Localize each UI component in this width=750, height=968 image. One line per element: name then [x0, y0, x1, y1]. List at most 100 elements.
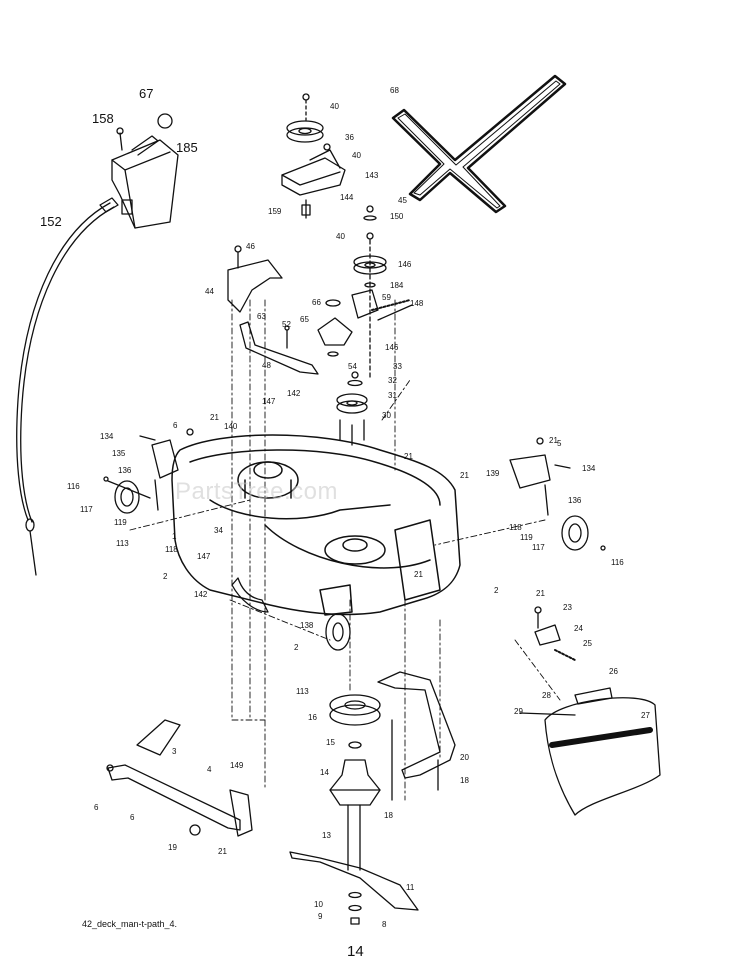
- callout-184: 184: [390, 281, 404, 290]
- callout-159: 159: [268, 207, 282, 216]
- callout-28: 28: [542, 691, 551, 700]
- blade-spindle-drawing: [289, 694, 419, 925]
- callout-6c: 6: [130, 813, 135, 822]
- callout-34: 34: [214, 526, 223, 535]
- callout-21a: 21: [210, 413, 219, 422]
- callout-16: 16: [308, 713, 317, 722]
- callout-33: 33: [393, 362, 402, 371]
- callout-158: 158: [92, 111, 114, 126]
- callout-152: 152: [40, 214, 62, 229]
- callout-146a: 146: [398, 260, 412, 269]
- callout-32: 32: [388, 376, 397, 385]
- callout-59: 59: [382, 293, 391, 302]
- callout-119a: 119: [114, 518, 127, 527]
- callout-19: 19: [168, 843, 177, 852]
- callout-185: 185: [176, 140, 198, 155]
- callout-3: 3: [172, 747, 177, 756]
- callout-54: 54: [348, 362, 357, 371]
- callout-150: 150: [390, 212, 404, 221]
- callout-117b: 117: [532, 543, 545, 552]
- callout-2b: 2: [494, 586, 499, 595]
- callout-18a: 18: [460, 776, 469, 785]
- callout-48: 48: [262, 361, 271, 370]
- callout-25: 25: [583, 639, 592, 648]
- belt-keeper-bracket-drawing: [239, 321, 319, 375]
- callout-46: 46: [246, 242, 255, 251]
- callout-21c: 21: [549, 436, 558, 445]
- callout-136a: 136: [118, 466, 132, 475]
- callout-30: 30: [382, 411, 391, 420]
- callout-23: 23: [563, 603, 572, 612]
- callout-31: 31: [388, 391, 397, 400]
- callout-67: 67: [139, 86, 153, 101]
- callout-40b: 40: [352, 151, 361, 160]
- front-wheel-drawing: [325, 613, 351, 651]
- idler-pulley-assembly-drawing: [281, 93, 346, 219]
- spindle-pulley-drawing: [336, 371, 368, 446]
- callout-26: 26: [609, 667, 618, 676]
- callout-24: 24: [574, 624, 583, 633]
- callout-40a: 40: [330, 102, 339, 111]
- callout-142a: 142: [287, 389, 301, 398]
- callout-138: 138: [300, 621, 314, 630]
- callout-136b: 136: [568, 496, 582, 505]
- callout-116a: 116: [67, 482, 80, 491]
- callout-2c: 2: [294, 643, 299, 652]
- discharge-chute-drawing: [519, 606, 661, 816]
- callout-65: 65: [300, 315, 309, 324]
- callout-118a: 118: [165, 545, 178, 554]
- callout-117a: 117: [80, 505, 93, 514]
- side-bracket-drawing: [231, 577, 269, 613]
- lift-bracket-drawing: [111, 113, 179, 229]
- callout-148: 148: [410, 299, 424, 308]
- page-number: 14: [347, 943, 364, 960]
- callout-52: 52: [282, 320, 291, 329]
- callout-142b: 142: [194, 590, 208, 599]
- idler-arm-drawing: [317, 299, 353, 357]
- callout-144: 144: [340, 193, 354, 202]
- callout-14: 14: [320, 768, 329, 777]
- callout-134a: 134: [100, 432, 114, 441]
- callout-21g: 21: [218, 847, 227, 856]
- cable-drawing: [16, 197, 119, 576]
- callout-10: 10: [314, 900, 323, 909]
- callout-66: 66: [312, 298, 321, 307]
- callout-21e: 21: [414, 570, 423, 579]
- callout-2a: 2: [163, 572, 168, 581]
- belt-guard-drawing: [227, 245, 283, 313]
- callout-113b: 113: [296, 687, 309, 696]
- callout-45: 45: [398, 196, 407, 205]
- callout-13: 13: [322, 831, 331, 840]
- callout-9: 9: [318, 912, 323, 921]
- lift-linkage-drawing: [106, 719, 253, 837]
- callout-36: 36: [345, 133, 354, 142]
- diagram-file-id: 42_deck_man-t-path_4.: [82, 919, 178, 929]
- callout-40c: 40: [336, 232, 345, 241]
- callout-1: 1: [172, 532, 177, 541]
- callout-29: 29: [514, 707, 523, 716]
- center-pulley-drawing: [353, 205, 387, 381]
- callout-6b: 6: [94, 803, 99, 812]
- left-gauge-wheel-drawing: [103, 428, 194, 514]
- callout-5: 5: [557, 439, 562, 448]
- callout-15: 15: [326, 738, 335, 747]
- callout-27: 27: [641, 711, 650, 720]
- callout-146b: 146: [385, 343, 399, 352]
- callout-139: 139: [486, 469, 500, 478]
- right-gauge-wheel-drawing: [509, 437, 606, 551]
- callout-140: 140: [224, 422, 238, 431]
- callout-147a: 147: [262, 397, 276, 406]
- callout-149: 149: [230, 761, 244, 770]
- callout-20: 20: [460, 753, 469, 762]
- callout-21b: 21: [404, 452, 413, 461]
- callout-44: 44: [205, 287, 214, 296]
- callout-6a: 6: [173, 421, 178, 430]
- callout-11: 11: [406, 883, 415, 892]
- callout-8: 8: [382, 920, 387, 929]
- mower-deck-housing-drawing: [171, 434, 461, 616]
- callout-63: 63: [257, 312, 266, 321]
- callout-134b: 134: [582, 464, 596, 473]
- callout-118b: 118: [509, 523, 522, 532]
- callout-119b: 119: [520, 533, 533, 542]
